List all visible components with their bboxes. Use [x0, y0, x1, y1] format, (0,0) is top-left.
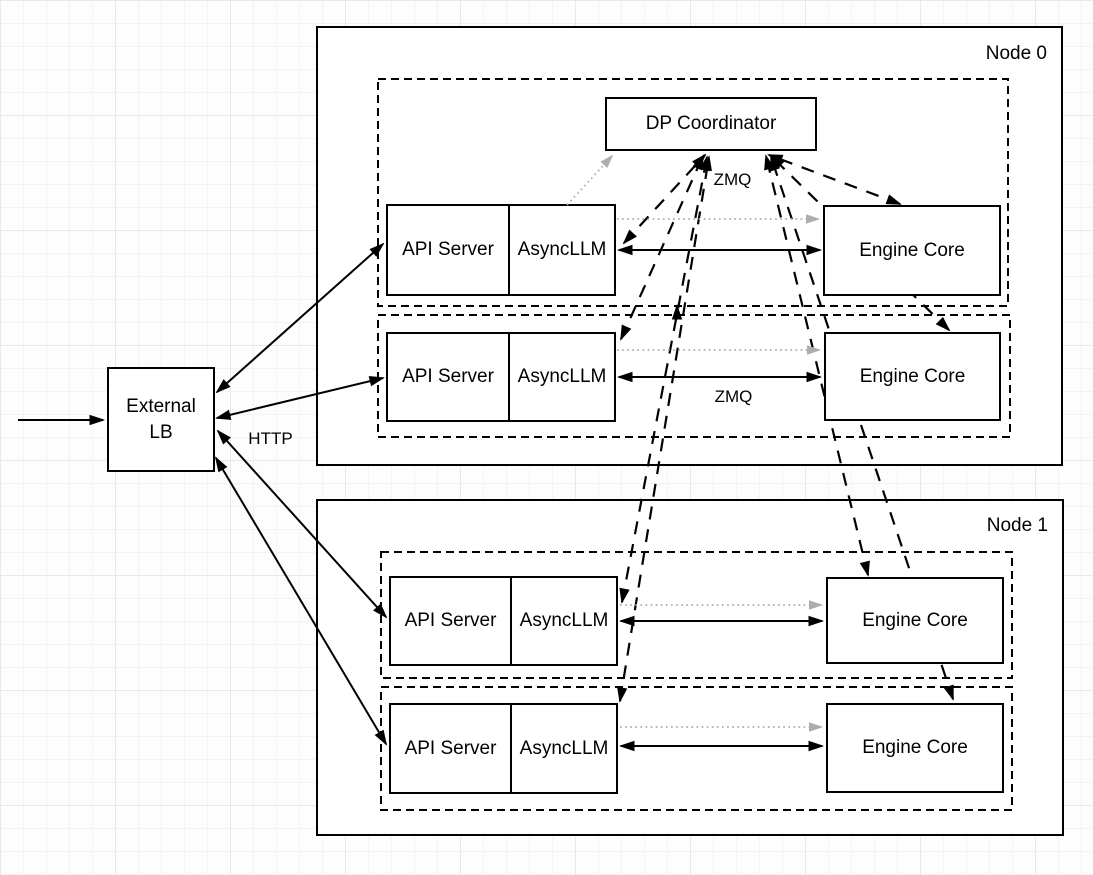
node1-apiserver1-box — [389, 576, 618, 666]
arrow-externallb-apiserver4 — [216, 458, 386, 744]
arrow-externallb-apiserver1 — [217, 244, 383, 392]
node0-apiserver1-box — [386, 204, 616, 296]
node1-enginecore2-box — [826, 703, 1004, 793]
arrow-externallb-apiserver2 — [217, 378, 383, 418]
dp-coordinator-box — [605, 97, 817, 151]
node0-apiserver2-box — [386, 332, 616, 422]
external-lb-box — [107, 367, 215, 472]
node0-enginecore2-box — [824, 332, 1001, 421]
node1-enginecore1-box — [826, 577, 1004, 664]
node1-apiserver2-box — [389, 703, 618, 794]
spawn-asyncllm1-coordinator — [566, 156, 612, 206]
node0-enginecore1-box — [823, 205, 1001, 296]
